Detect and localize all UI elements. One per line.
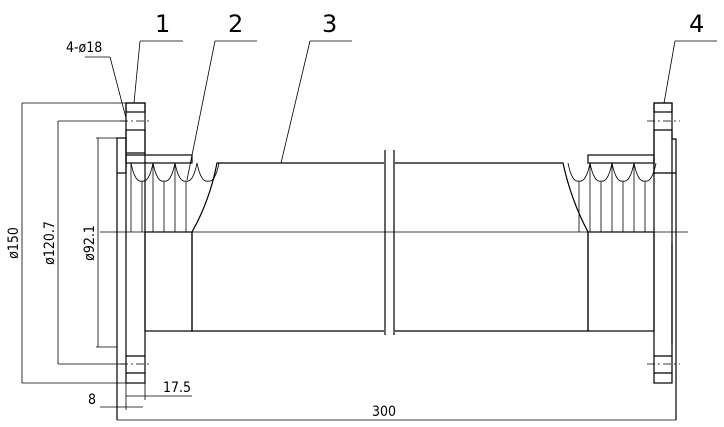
dim-bolt-circle: ø120.7 bbox=[42, 221, 58, 265]
pipe-end-left bbox=[144, 231, 193, 332]
part-label-3: 3 bbox=[322, 10, 337, 38]
braided-sleeve bbox=[191, 150, 589, 335]
bellows-convolutions-right bbox=[567, 162, 657, 232]
part-label-4: 4 bbox=[689, 10, 704, 38]
flange-left bbox=[116, 102, 152, 420]
pipe-end-right bbox=[587, 231, 655, 332]
dim-neck-od: ø92.1 bbox=[82, 225, 98, 261]
dimension-lines bbox=[21, 102, 676, 421]
leader-lines bbox=[85, 40, 717, 181]
part-label-1: 1 bbox=[155, 10, 170, 38]
dim-flange-thickness: 17.5 bbox=[163, 380, 191, 396]
bellows-convolutions-left bbox=[130, 162, 220, 232]
hole-callout: 4-ø18 bbox=[66, 40, 102, 56]
flange-right bbox=[647, 102, 680, 420]
dim-flange-od: ø150 bbox=[6, 227, 22, 259]
collar-left bbox=[125, 154, 193, 164]
dim-overall-length: 300 bbox=[372, 404, 396, 420]
dim-offset: 8 bbox=[88, 392, 96, 408]
collar-right bbox=[587, 154, 655, 164]
part-label-2: 2 bbox=[228, 10, 243, 38]
